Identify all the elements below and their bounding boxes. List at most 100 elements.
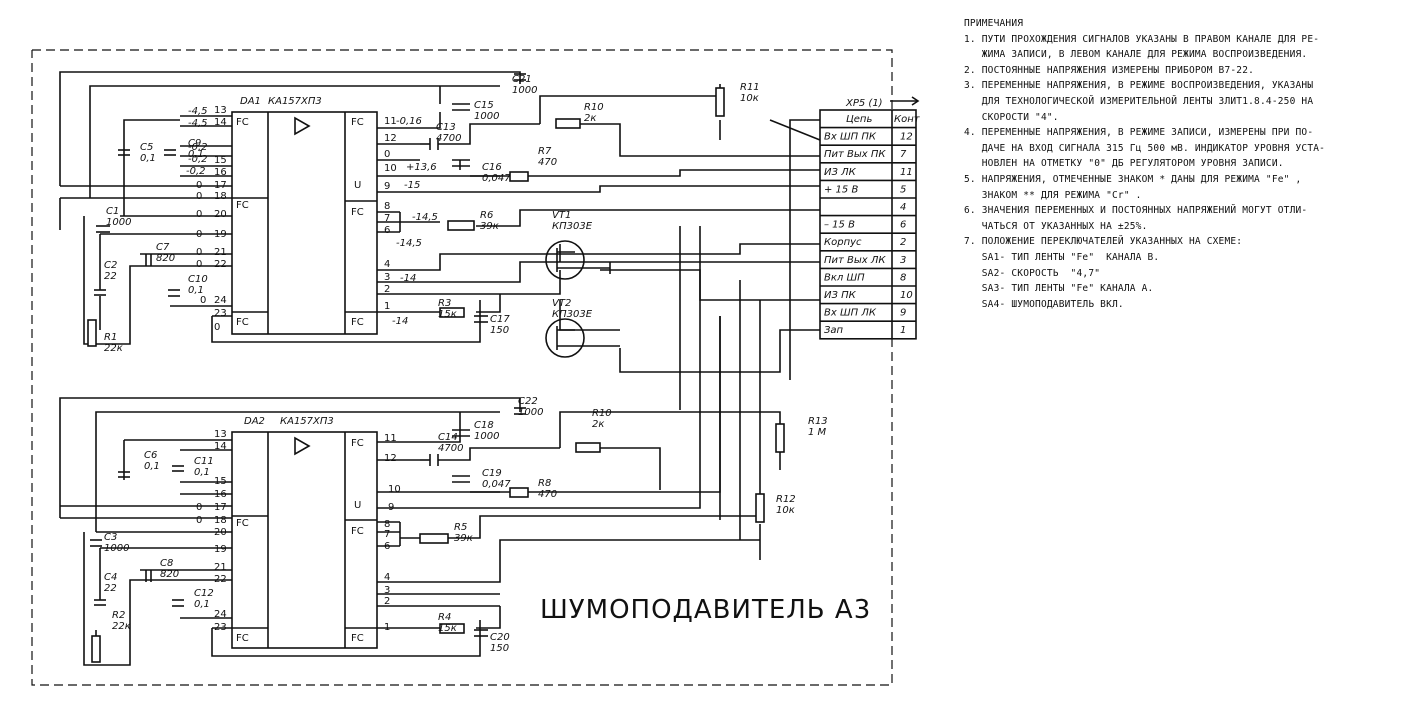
note-2: 2. ПОСТОЯННЫЕ НАПРЯЖЕНИЯ ИЗМЕРЕНЫ ПРИБОР… [964,64,1255,76]
note-3: 3. ПЕРЕМЕННЫЕ НАПРЯЖЕНИЯ, В РЕЖИМЕ ВОСПР… [964,80,1314,123]
connector-net-label: Вкл ШП [824,272,865,283]
svg-text:22: 22 [214,259,227,270]
da1-fc-2: FC [236,200,249,211]
da1-fc-5: FC [351,207,364,218]
svg-text:1: 1 [384,622,390,633]
svg-text:0: 0 [196,229,202,240]
svg-text:-4,5: -4,5 [188,106,208,117]
connector-net-label: + 15 В [824,184,858,195]
connector-pin-number: 9 [900,308,906,319]
connector-pin-number: 10 [900,290,913,301]
svg-text:22: 22 [214,574,227,585]
svg-text:17: 17 [214,502,227,513]
connector-pin-number: 1 [900,325,906,336]
top-capacitors [94,73,526,323]
da1-u: U [354,180,361,191]
svg-text:0: 0 [214,322,220,333]
svg-text:9: 9 [384,181,390,192]
connector-pin-number: 6 [900,220,906,231]
svg-text:6: 6 [384,225,390,236]
da2-fc-5: FC [351,633,364,644]
svg-text:0: 0 [196,247,202,258]
da2-fc-4: FC [351,526,364,537]
svg-text:11: 11 [384,116,397,127]
da1-fc-3: FC [236,317,249,328]
note-sa1: SA1- ТИП ЛЕНТЫ "Fe" КАНАЛА В. [964,251,1160,263]
bottom-wiring [59,316,781,666]
note-1: 1. ПУТИ ПРОХОЖДЕНИЯ СИГНАЛОВ УКАЗАНЫ В П… [964,33,1320,61]
svg-text:19: 19 [214,544,227,555]
svg-text:-0,2: -0,2 [188,154,208,165]
svg-text:4: 4 [384,259,390,270]
svg-text:-0,16: -0,16 [396,116,422,127]
svg-text:2: 2 [384,596,390,607]
notes-block: ПРИМЕЧАНИЯ 1. ПУТИ ПРОХОЖДЕНИЯ СИГНАЛОВ … [964,16,1394,312]
svg-text:23: 23 [214,622,227,633]
connector-net-label: Вх ШП ПК [824,132,877,143]
da1-fc-1: FC [236,117,249,128]
da1-fc-6: FC [351,317,364,328]
da2-ref: DA2 [244,416,265,427]
bottom-resistors [91,423,785,663]
svg-text:18: 18 [214,515,227,526]
svg-text:12: 12 [384,133,397,144]
connector-frame [819,109,917,340]
vt2-transistor [545,318,620,358]
svg-text:20: 20 [214,527,227,538]
svg-text:11: 11 [384,433,397,444]
svg-text:0: 0 [196,502,202,513]
connector-pin-number: 12 [900,132,913,143]
connector-pin-number: 3 [900,255,906,266]
svg-text:-14: -14 [400,273,416,284]
svg-text:3: 3 [384,272,390,283]
svg-text:18: 18 [214,191,227,202]
svg-text:1: 1 [384,301,390,312]
svg-text:10: 10 [384,163,397,174]
svg-text:15: 15 [214,155,227,166]
da2-type: КА157ХП3 [280,416,334,427]
da2-fc-3: FC [351,438,364,449]
svg-text:17: 17 [214,180,227,191]
note-sa2: SA2- СКОРОСТЬ "4,7" [964,267,1101,279]
svg-text:19: 19 [214,229,227,240]
svg-text:24: 24 [214,295,227,306]
da2-chip [231,431,378,649]
board-outline [31,49,893,686]
svg-text:16: 16 [214,167,227,178]
svg-text:-4,5: -4,5 [188,118,208,129]
svg-text:21: 21 [214,247,227,258]
connector-header-pin: Конт [894,114,921,125]
svg-text:6: 6 [384,541,390,552]
connector-pin-number: 11 [900,167,913,178]
svg-text:20: 20 [214,209,227,220]
svg-text:13: 13 [214,105,227,116]
svg-text:+13,6: +13,6 [406,162,437,173]
